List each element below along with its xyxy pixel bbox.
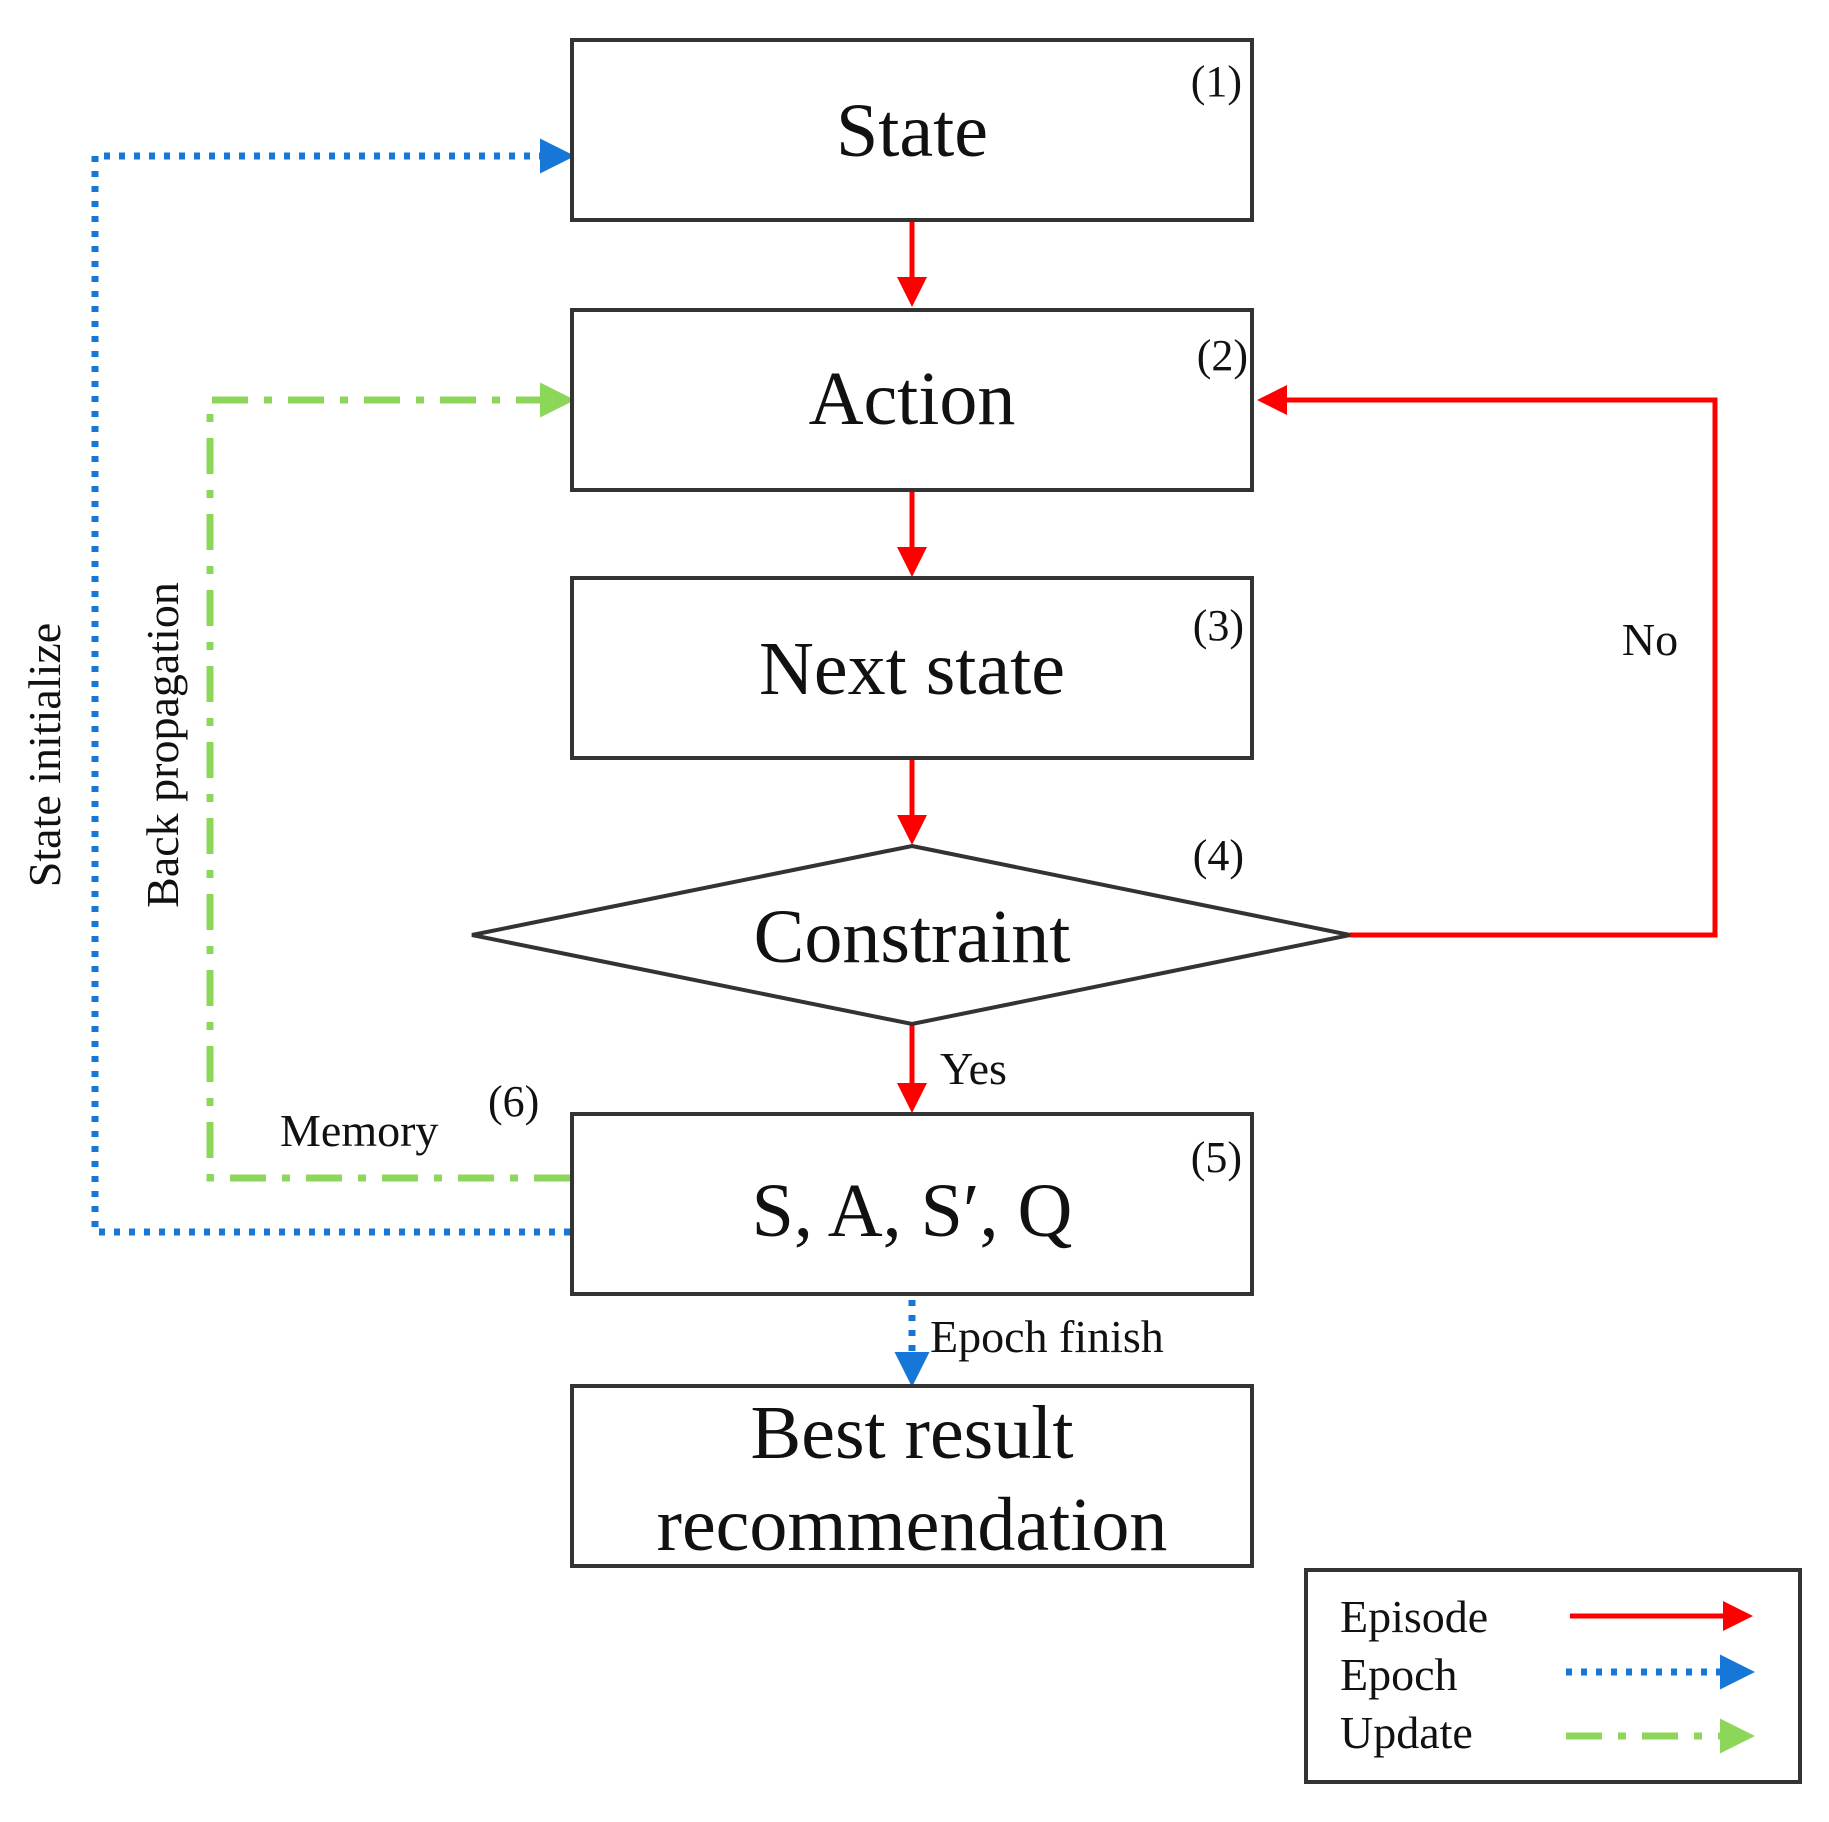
back-propagation-label: Back propagation [137, 582, 188, 908]
next-state-label: Next state [759, 627, 1065, 711]
memory-tuple-label: S, A, S′, Q [752, 1169, 1073, 1253]
state-box: State (1) [570, 38, 1254, 222]
state-number: (1) [1191, 57, 1242, 106]
legend-label-update: Update [1340, 1707, 1473, 1758]
action-number: (2) [1197, 331, 1248, 380]
no-label: No [1622, 614, 1678, 665]
state-initialize-label: State initialize [19, 623, 70, 887]
memory-tuple-number: (5) [1191, 1133, 1242, 1182]
action-box: Action (2) [570, 308, 1254, 492]
memory-tuple-box: S, A, S′, Q (5) [570, 1112, 1254, 1296]
best-result-line1: Best result [751, 1391, 1074, 1475]
state-label: State [836, 89, 988, 173]
legend-label-epoch: Epoch [1340, 1649, 1458, 1700]
next-state-number: (3) [1193, 601, 1244, 650]
epoch-state-initialize-path [91, 138, 575, 1236]
memory-number: (6) [488, 1077, 539, 1126]
legend-label-episode: Episode [1340, 1591, 1488, 1642]
constraint-label: Constraint [754, 895, 1071, 979]
episode-no-loop-path [1257, 385, 1718, 938]
best-result-line2: recommendation [657, 1483, 1168, 1567]
legend: Episode Epoch Update [1304, 1568, 1802, 1784]
epoch-finish-label: Epoch finish [930, 1311, 1164, 1362]
yes-label: Yes [940, 1043, 1007, 1094]
constraint-number: (4) [1193, 831, 1244, 880]
memory-label: Memory [280, 1105, 438, 1156]
update-back-propagation-path [206, 382, 575, 1182]
action-label: Action [809, 357, 1016, 441]
constraint-diamond: Constraint (4) [471, 831, 1351, 1027]
best-result-box: Best result recommendation [570, 1384, 1254, 1568]
next-state-box: Next state (3) [570, 576, 1254, 760]
